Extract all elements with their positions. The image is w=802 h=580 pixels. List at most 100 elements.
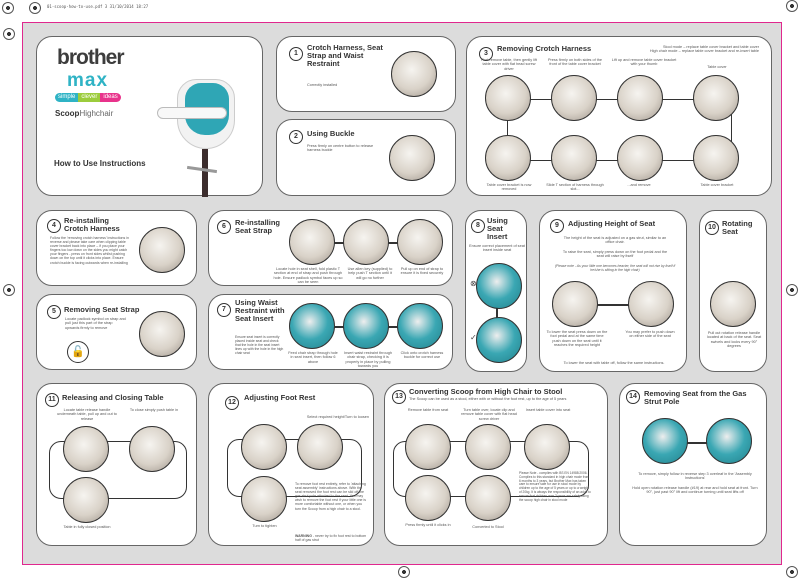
section-text: Locate padlock symbol on strap and pull … <box>65 317 126 330</box>
step-number: 8 <box>471 219 485 233</box>
section-text: Follow the 'removing crotch harness' ins… <box>50 236 129 265</box>
step-photo <box>405 424 451 470</box>
section-10-panel: 10 Rotating Seat Pull out rotation relea… <box>699 210 767 372</box>
section-13-panel: 13 Converting Scoop from High Chair to S… <box>384 383 608 546</box>
padlock-icon: 🔓 <box>67 341 89 363</box>
caption: Use allen key (supplied) to help push T … <box>347 267 393 280</box>
check-icon: ✓ <box>470 333 477 342</box>
caption: Press firmly on both sides of the front … <box>547 58 603 67</box>
text: The height of the seat is adjusted on a … <box>563 236 667 245</box>
section-1-panel: 1 Crotch Harness, Seat Strap and Waist R… <box>276 36 456 112</box>
step-photo <box>397 303 443 349</box>
step-photo <box>289 303 335 349</box>
caption: To lower the seat press down on the foot… <box>546 330 608 348</box>
registration-mark-icon <box>398 566 410 578</box>
section-title: Releasing and Closing Table <box>62 393 164 402</box>
step-number: 3 <box>479 47 493 61</box>
registration-mark-icon <box>786 284 798 296</box>
section-title: Re-installing Crotch Harness <box>64 216 120 233</box>
step-photo <box>465 424 511 470</box>
caption: Insert table cover into seat <box>525 408 571 412</box>
step-photo <box>485 75 531 121</box>
logo-max: max <box>67 70 109 91</box>
step-photo <box>628 281 674 327</box>
section-text: Press firmly on centre button to release… <box>307 144 374 153</box>
step-photo <box>139 311 185 357</box>
section-2-panel: 2 Using Buckle Press firmly on centre bu… <box>276 119 456 196</box>
section-title: Removing Crotch Harness <box>497 44 592 53</box>
section-title: Removing Seat Strap <box>64 305 140 314</box>
section-title: Using Buckle <box>307 129 355 138</box>
section-6-panel: 6 Re-installing Seat Strap Locate hole i… <box>208 210 453 286</box>
step-number: 9 <box>550 219 564 233</box>
product-name: ScoopHighchair <box>55 109 114 118</box>
section-text: Pull out rotation release handle located… <box>706 331 762 349</box>
step-photo <box>63 477 109 523</box>
caption: Lift up and remove table cover bracket w… <box>611 58 677 67</box>
step-photo <box>485 135 531 181</box>
step-number: 14 <box>626 390 640 404</box>
step-photo <box>405 475 451 521</box>
cross-icon: ⊗ <box>470 279 477 288</box>
section-text: To remove, simply follow in reverse step… <box>638 472 752 481</box>
step-photo <box>710 281 756 327</box>
section-9-panel: 9 Adjusting Height of Seat The height of… <box>539 210 687 372</box>
caption: Table in fully closed position <box>63 525 111 529</box>
step-photo <box>551 75 597 121</box>
section-text: Correctly installed <box>307 83 338 87</box>
step-photo <box>343 219 389 265</box>
mode-notes: Stool mode – replace table cover bracket… <box>649 45 759 54</box>
step-number: 13 <box>392 390 406 404</box>
caption: Slide T section of harness through slot.… <box>546 183 604 192</box>
step-photo <box>706 418 752 464</box>
section-title: Crotch Harness, Seat Strap and Waist Res… <box>307 43 383 68</box>
step-photo <box>617 135 663 181</box>
section-title: Converting Scoop from High Chair to Stoo… <box>409 387 563 396</box>
caption: Feed chair strap through hole in seat in… <box>288 351 338 364</box>
section-title: Rotating Seat <box>722 219 753 236</box>
section-11-panel: 11 Releasing and Closing Table Locate ta… <box>36 383 197 546</box>
section-text: The Scoop can be used as a stool, either… <box>409 397 567 401</box>
instruction-sheet: brother max simple clever ideas ScoopHig… <box>22 22 782 565</box>
step-photo <box>642 418 688 464</box>
logo-tagline: simple clever ideas <box>55 93 121 102</box>
step-photo <box>241 424 287 470</box>
caption: Remove table from seat <box>407 408 449 412</box>
connector-line <box>496 301 498 331</box>
step-photo <box>524 424 570 470</box>
incorrect-placement-photo <box>476 263 522 309</box>
section-text: Ensure seat insert is correctly placed i… <box>235 335 284 355</box>
caption: Turn table over, locate clip and remove … <box>461 408 517 421</box>
step-photo <box>551 135 597 181</box>
caption: To close simply push table in <box>129 408 179 412</box>
step-photo <box>552 281 598 327</box>
section-3-panel: 3 Removing Crotch Harness Stool mode – r… <box>466 36 772 196</box>
step-number: 2 <box>289 130 303 144</box>
cover-panel: brother max simple clever ideas ScoopHig… <box>36 36 263 197</box>
caption: Turn to tighten <box>252 524 277 528</box>
warning-text: WARNING - never try to fix foot rest to … <box>295 534 367 543</box>
caption: Select required height/Turn to loosen <box>306 415 369 419</box>
step-number: 7 <box>217 303 231 317</box>
caption: Press firmly until it clicks in <box>405 523 451 527</box>
step-photo <box>297 424 343 470</box>
section-5-panel: 5 Removing Seat Strap Locate padlock sym… <box>36 294 197 370</box>
caption: Click onto crotch harness buckle for cor… <box>400 351 444 360</box>
caption: ...and remove <box>627 183 651 187</box>
connector-line <box>670 442 720 444</box>
step-number: 10 <box>705 221 719 235</box>
section-4-panel: 4 Re-installing Crotch Harness Follow th… <box>36 210 197 286</box>
section-text: To remove foot rest entirely, refer to '… <box>295 482 367 511</box>
note: (Please note - As your little one become… <box>554 264 676 272</box>
registration-mark-icon <box>3 284 15 296</box>
registration-mark-icon <box>786 0 798 12</box>
step-photo <box>139 227 185 273</box>
registration-mark-icon <box>3 28 15 40</box>
step-photo <box>289 219 335 265</box>
caption: First remove table, then gently lift tab… <box>481 58 537 71</box>
footer-text: To lower the seat with table off, follow… <box>563 361 665 365</box>
correct-placement-photo <box>476 317 522 363</box>
caption: Insert waist restraint through chair str… <box>344 351 392 369</box>
connector-line <box>49 441 187 499</box>
step-photo <box>129 426 175 472</box>
